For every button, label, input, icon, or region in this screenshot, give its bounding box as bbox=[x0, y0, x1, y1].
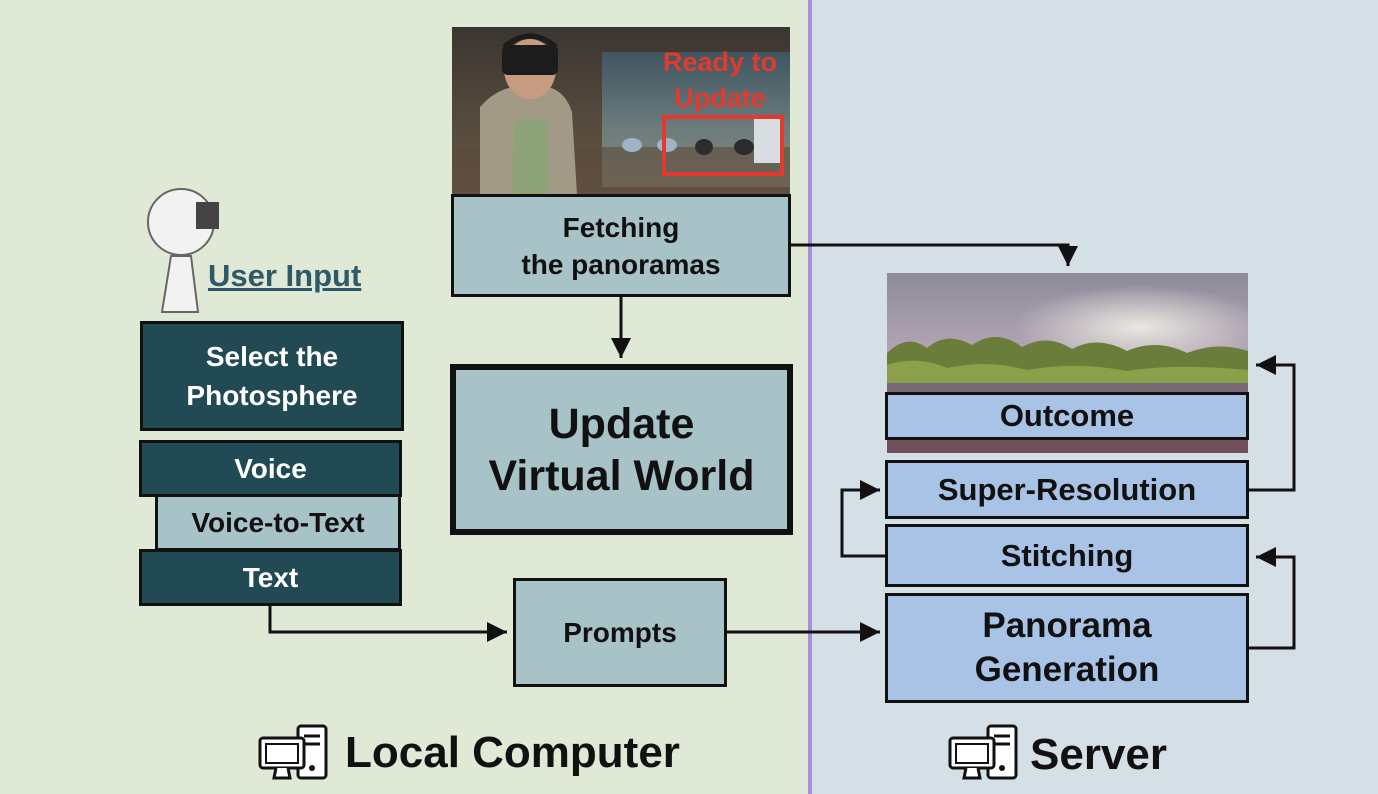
computer-icon-local bbox=[258, 724, 328, 780]
panel-divider bbox=[808, 0, 812, 794]
user-icon bbox=[147, 188, 219, 313]
super-resolution-box: Super-Resolution bbox=[885, 460, 1249, 519]
arrow-text-to-prompts bbox=[268, 604, 507, 642]
arrow-stitching-to-superres bbox=[840, 480, 886, 558]
computer-icon-server bbox=[948, 724, 1018, 780]
outcome-box: Outcome bbox=[885, 392, 1249, 440]
update-virtual-world-box: Update Virtual World bbox=[450, 364, 793, 535]
prompts-box: Prompts bbox=[513, 578, 727, 687]
text-box: Text bbox=[139, 549, 402, 606]
ready-to-update-label: Ready to Update bbox=[662, 47, 778, 113]
arrow-generation-to-stitching bbox=[1248, 547, 1296, 650]
vr-user-photo bbox=[452, 27, 790, 195]
voice-box: Voice bbox=[139, 440, 402, 497]
user-input-label: User Input bbox=[208, 258, 362, 293]
panorama-generation-box: Panorama Generation bbox=[885, 593, 1249, 703]
stitching-box: Stitching bbox=[885, 524, 1249, 587]
arrow-superres-to-outcome bbox=[1248, 355, 1296, 492]
server-label: Server bbox=[1030, 730, 1168, 779]
voice-to-text-box: Voice-to-Text bbox=[155, 494, 401, 551]
select-photosphere-box: Select the Photosphere bbox=[140, 321, 404, 431]
local-computer-label: Local Computer bbox=[345, 728, 680, 777]
fetching-panoramas-box: Fetching the panoramas bbox=[451, 194, 791, 297]
arrow-fetch-from-server bbox=[790, 243, 1078, 266]
